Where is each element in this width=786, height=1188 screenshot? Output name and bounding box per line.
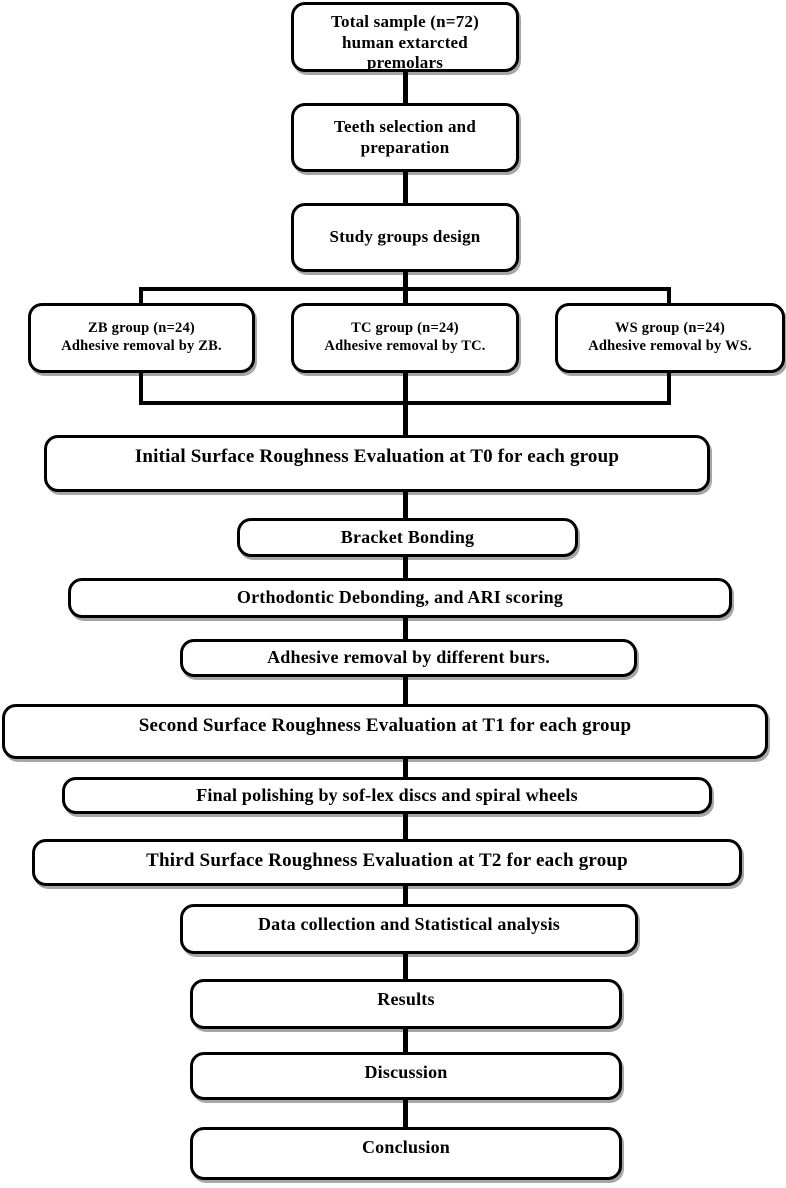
node-discussion-label: Discussion xyxy=(364,1062,448,1082)
node-debonding-ari-label: Orthodontic Debonding, and ARI scoring xyxy=(236,587,564,608)
connector-study-to-split xyxy=(403,270,408,292)
connector-third-to-data xyxy=(403,882,408,908)
node-initial-roughness[interactable]: Initial Surface Roughness Evaluation at … xyxy=(44,435,710,492)
node-data-collection-label: Data collection and Statistical analysis xyxy=(257,914,560,934)
connector-merge-to-initial xyxy=(403,401,408,437)
connector-removal-to-second xyxy=(403,674,408,708)
node-second-roughness-label: Second Surface Roughness Evaluation at T… xyxy=(138,715,632,736)
node-total-sample-label: Total sample (n=72) human extarcted prem… xyxy=(331,12,479,73)
connector-split-to-ws xyxy=(667,287,671,307)
connector-discussion-to-conclusion xyxy=(403,1096,408,1128)
node-initial-roughness-label: Initial Surface Roughness Evaluation at … xyxy=(134,446,620,467)
connector-zb-to-merge xyxy=(139,371,143,405)
node-adhesive-removal-label: Adhesive removal by different burs. xyxy=(267,647,550,668)
node-discussion[interactable]: Discussion xyxy=(190,1052,622,1100)
node-teeth-selection-label: Teeth selection and preparation xyxy=(333,116,476,157)
node-tc-group-label: TC group (n=24) Adhesive removal by TC. xyxy=(324,320,486,354)
node-conclusion[interactable]: Conclusion xyxy=(190,1127,622,1180)
node-conclusion-label: Conclusion xyxy=(361,1137,451,1157)
node-ws-group-label: WS group (n=24) Adhesive removal by WS. xyxy=(588,320,752,354)
node-debonding-ari[interactable]: Orthodontic Debonding, and ARI scoring xyxy=(68,578,732,618)
connector-polishing-to-third xyxy=(403,811,408,843)
node-data-collection[interactable]: Data collection and Statistical analysis xyxy=(180,904,638,954)
node-second-roughness[interactable]: Second Surface Roughness Evaluation at T… xyxy=(2,704,768,759)
connector-data-to-results xyxy=(403,951,408,983)
node-results[interactable]: Results xyxy=(190,979,622,1029)
node-zb-group-label: ZB group (n=24) Adhesive removal by ZB. xyxy=(61,320,222,354)
connector-split-to-zb xyxy=(139,287,143,307)
connector-debonding-to-removal xyxy=(403,616,408,644)
node-study-groups-label: Study groups design xyxy=(329,227,481,247)
node-bracket-bonding[interactable]: Bracket Bonding xyxy=(237,518,578,557)
connector-total-to-teeth xyxy=(403,70,408,106)
node-adhesive-removal[interactable]: Adhesive removal by different burs. xyxy=(180,639,637,677)
node-study-groups[interactable]: Study groups design xyxy=(291,203,519,272)
connector-split-to-tc xyxy=(403,287,408,307)
node-results-label: Results xyxy=(377,989,435,1009)
node-third-roughness-label: Third Surface Roughness Evaluation at T2… xyxy=(146,850,628,871)
connector-ws-to-merge xyxy=(667,371,671,405)
node-final-polishing[interactable]: Final polishing by sof-lex discs and spi… xyxy=(62,777,712,814)
connector-teeth-to-study xyxy=(403,170,408,206)
node-zb-group[interactable]: ZB group (n=24) Adhesive removal by ZB. xyxy=(28,303,255,373)
connector-second-to-polishing xyxy=(403,756,408,780)
node-bracket-bonding-label: Bracket Bonding xyxy=(340,526,475,547)
node-total-sample[interactable]: Total sample (n=72) human extarcted prem… xyxy=(291,2,519,72)
connector-bracket-to-debonding xyxy=(403,553,408,583)
node-ws-group[interactable]: WS group (n=24) Adhesive removal by WS. xyxy=(555,303,785,373)
node-final-polishing-label: Final polishing by sof-lex discs and spi… xyxy=(196,784,578,805)
node-tc-group[interactable]: TC group (n=24) Adhesive removal by TC. xyxy=(291,303,519,373)
connector-tc-to-merge xyxy=(403,371,408,405)
connector-results-to-discussion xyxy=(403,1026,408,1054)
node-third-roughness[interactable]: Third Surface Roughness Evaluation at T2… xyxy=(32,839,742,886)
connector-initial-to-bracket xyxy=(403,488,408,522)
node-teeth-selection[interactable]: Teeth selection and preparation xyxy=(291,103,519,172)
